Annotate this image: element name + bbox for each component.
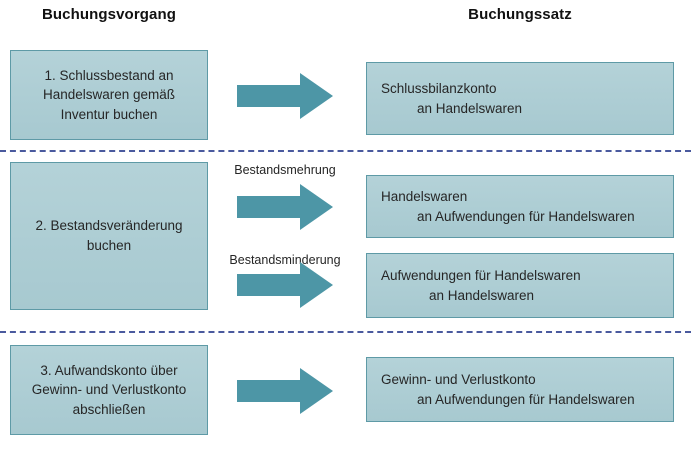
right-arrow-icon: [237, 262, 333, 308]
process-box-3-line-3: abschließen: [72, 401, 146, 417]
process-box-2-line-1: 2. Bestandsveränderung: [35, 218, 183, 234]
entry-box-1-text: Schlussbilanzkonto an Handelswaren: [381, 79, 659, 118]
process-box-3-text: 3. Aufwandskonto über Gewinn- und Verlus…: [19, 361, 199, 420]
process-box-3-line-2: Gewinn- und Verlustkonto: [31, 382, 187, 398]
right-arrow-icon: [237, 368, 333, 414]
entry-box-3[interactable]: Aufwendungen für Handelswaren an Handels…: [366, 253, 674, 318]
entry-box-4-text: Gewinn- und Verlustkonto an Aufwendungen…: [381, 370, 659, 409]
entry-box-3-debit: Aufwendungen für Handelswaren: [381, 267, 581, 283]
entry-box-1-credit: an Handelswaren: [417, 100, 523, 116]
process-box-1-line-2: Handelswaren gemäß: [42, 87, 176, 103]
process-box-2[interactable]: 2. Bestandsveränderung buchen: [10, 162, 208, 310]
column-header-buchungssatz: Buchungssatz: [468, 6, 572, 23]
dashed-divider-2: [0, 331, 691, 333]
arrow-label-bestandsmehrung: Bestandsmehrung: [234, 163, 336, 177]
entry-box-2[interactable]: Handelswaren an Aufwendungen für Handels…: [366, 175, 674, 238]
process-box-2-text: 2. Bestandsveränderung buchen: [19, 216, 199, 255]
entry-box-4[interactable]: Gewinn- und Verlustkonto an Aufwendungen…: [366, 357, 674, 422]
right-arrow-icon: [237, 184, 333, 230]
process-box-1[interactable]: 1. Schlussbestand an Handelswaren gemäß …: [10, 50, 208, 140]
process-box-2-line-2: buchen: [86, 238, 132, 253]
column-header-buchungsvorgang: Buchungsvorgang: [41, 6, 176, 23]
entry-box-1[interactable]: Schlussbilanzkonto an Handelswaren: [366, 62, 674, 135]
entry-box-2-text: Handelswaren an Aufwendungen für Handels…: [381, 187, 659, 226]
entry-box-3-credit: an Handelswaren: [429, 287, 535, 303]
process-box-1-line-1: 1. Schlussbestand an: [44, 67, 174, 83]
entry-box-1-debit: Schlussbilanzkonto: [381, 80, 497, 96]
right-arrow-icon: [237, 73, 333, 119]
entry-box-4-credit: an Aufwendungen für Handelswaren: [417, 391, 635, 407]
entry-box-2-debit: Handelswaren: [381, 188, 468, 204]
entry-box-4-debit: Gewinn- und Verlustkonto: [381, 371, 536, 387]
process-box-1-text: 1. Schlussbestand an Handelswaren gemäß …: [19, 66, 199, 125]
entry-box-3-text: Aufwendungen für Handelswaren an Handels…: [381, 266, 659, 305]
process-box-3[interactable]: 3. Aufwandskonto über Gewinn- und Verlus…: [10, 345, 208, 435]
process-box-1-line-3: Inventur buchen: [60, 106, 158, 122]
entry-box-2-credit: an Aufwendungen für Handelswaren: [417, 208, 635, 224]
dashed-divider-1: [0, 150, 691, 152]
process-box-3-line-1: 3. Aufwandskonto über: [40, 362, 178, 378]
arrow-label-bestandsminderung: Bestandsminderung: [229, 253, 341, 267]
